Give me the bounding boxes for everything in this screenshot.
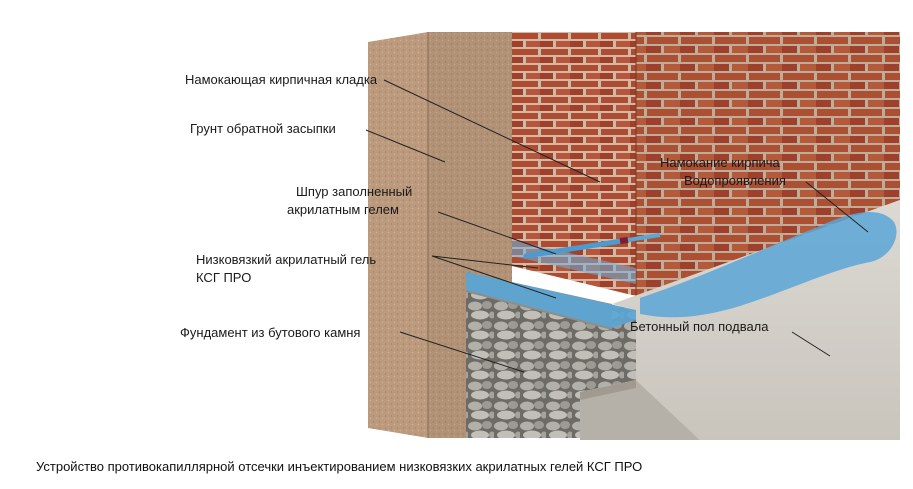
label-gel-line1: Низковязкий акрилатный гель (196, 252, 377, 267)
gel-puddle (640, 212, 897, 318)
label-gel-line2: КСГ ПРО (196, 270, 252, 285)
label-backfill-soil: Грунт обратной засыпки (190, 121, 336, 136)
leader-lines (365, 79, 869, 373)
label-borehole-line1: Шпур заполненный (296, 184, 413, 199)
figure-caption: Устройство противокапиллярной отсечки ин… (36, 459, 643, 474)
label-concrete-floor: Бетонный пол подвала (630, 319, 769, 334)
label-borehole-line2: акрилатным гелем (287, 202, 399, 217)
brick-wall (512, 32, 900, 296)
label-brick-wetting-line1: Намокание кирпича (660, 155, 780, 170)
label-wet-masonry: Намокающая кирпичная кладка (185, 72, 378, 87)
injection-borehole (523, 233, 661, 259)
label-foundation: Фундамент из бутового камня (180, 325, 361, 340)
label-brick-wetting-line2: Водопроявления (684, 173, 786, 188)
